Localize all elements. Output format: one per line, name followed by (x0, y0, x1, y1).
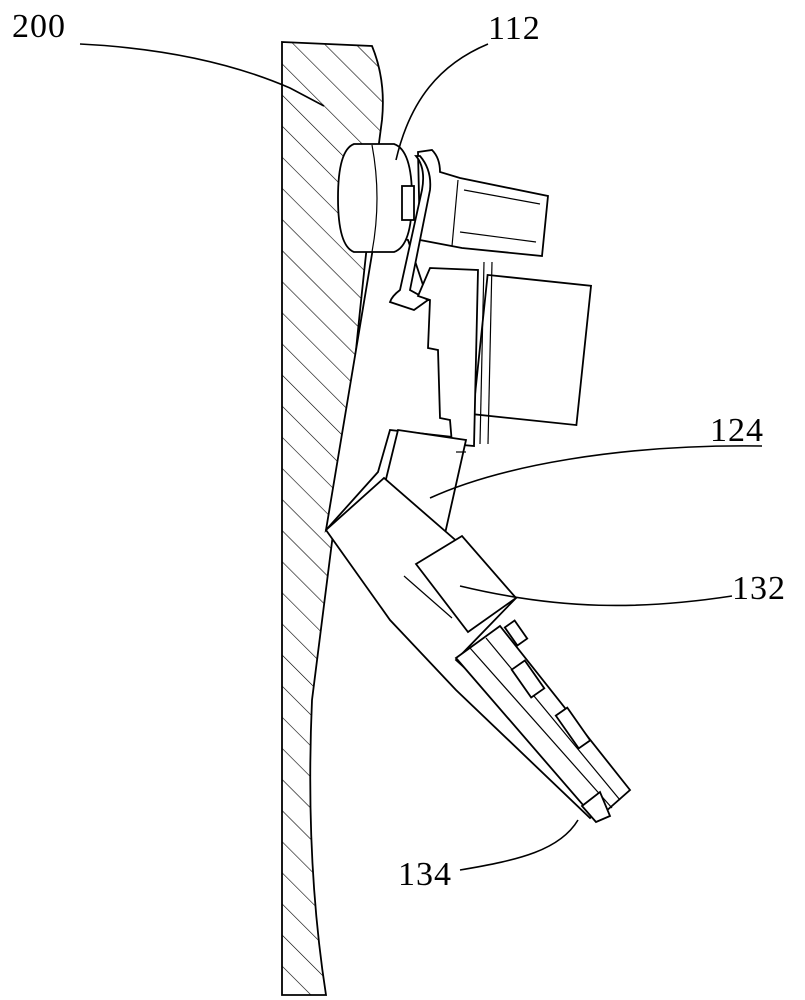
roller-wheel (337, 143, 415, 253)
leader-lines (79, 43, 763, 871)
gear-motor-box (416, 261, 593, 447)
label-132: 132 (732, 570, 786, 607)
leader-112 (395, 43, 489, 161)
roller-motor (388, 149, 549, 311)
label-134: 134 (398, 856, 452, 893)
label-124: 124 (710, 412, 764, 449)
leader-124 (429, 445, 763, 499)
leader-200 (79, 43, 325, 107)
label-112: 112 (488, 10, 541, 47)
label-200: 200 (12, 8, 66, 45)
leader-132 (459, 585, 733, 607)
actuator-arm-assembly (324, 476, 632, 824)
leader-134 (459, 819, 579, 871)
